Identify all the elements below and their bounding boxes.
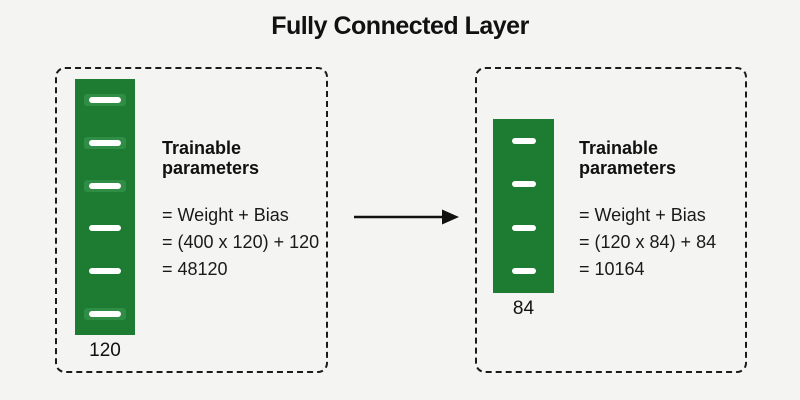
neuron-count-label: 120 — [89, 340, 121, 361]
neuron-dash — [89, 225, 121, 232]
neuron-dash — [89, 267, 121, 274]
equation-line: = (120 x 84) + 84 — [579, 232, 717, 252]
equation-line: = Weight + Bias — [579, 205, 706, 225]
equation-line: = Weight + Bias — [162, 205, 289, 225]
neuron-dash — [89, 310, 121, 317]
neuron-bar-120 — [75, 79, 135, 335]
neuron-dash-icon — [507, 222, 541, 234]
neuron-dash — [89, 97, 121, 104]
neuron-dash-icon — [84, 307, 126, 320]
layer-box-120: 120 Trainable parameters = Weight + Bias… — [55, 67, 328, 373]
neuron-dash-icon — [84, 94, 126, 107]
neuron-dash-icon — [507, 178, 541, 190]
neuron-dash-icon — [507, 265, 541, 277]
neuron-dash — [511, 268, 536, 275]
neuron-count-label: 84 — [512, 298, 535, 319]
neuron-bar-84 — [493, 119, 554, 293]
equation-line: = (400 x 120) + 120 — [162, 232, 320, 252]
arrow-right-icon — [350, 205, 462, 229]
trainable-params-block: Trainable parameters = Weight + Bias = (… — [579, 138, 743, 283]
neuron-dash-icon — [84, 179, 126, 192]
neuron-dash-icon — [84, 265, 126, 277]
layer-box-84: 84 Trainable parameters = Weight + Bias … — [475, 67, 747, 373]
neuron-dash-icon — [507, 135, 541, 147]
page-title: Fully Connected Layer — [271, 12, 529, 40]
equations: = Weight + Bias = (400 x 120) + 120 = 48… — [162, 202, 324, 283]
equation-line: = 10164 — [579, 259, 645, 279]
neuron-dash — [511, 224, 536, 231]
trainable-params-heading: Trainable parameters — [579, 138, 677, 178]
equation-line: = 48120 — [162, 259, 228, 279]
neuron-dash-icon — [84, 136, 126, 149]
neuron-dash — [511, 181, 536, 188]
trainable-params-heading: Trainable parameters — [162, 138, 260, 178]
equations: = Weight + Bias = (120 x 84) + 84 = 1016… — [579, 202, 743, 283]
neuron-dash — [511, 137, 536, 144]
neuron-dash — [89, 139, 121, 146]
neuron-dash — [89, 182, 121, 189]
trainable-params-block: Trainable parameters = Weight + Bias = (… — [162, 138, 324, 283]
neuron-dash-icon — [84, 222, 126, 234]
